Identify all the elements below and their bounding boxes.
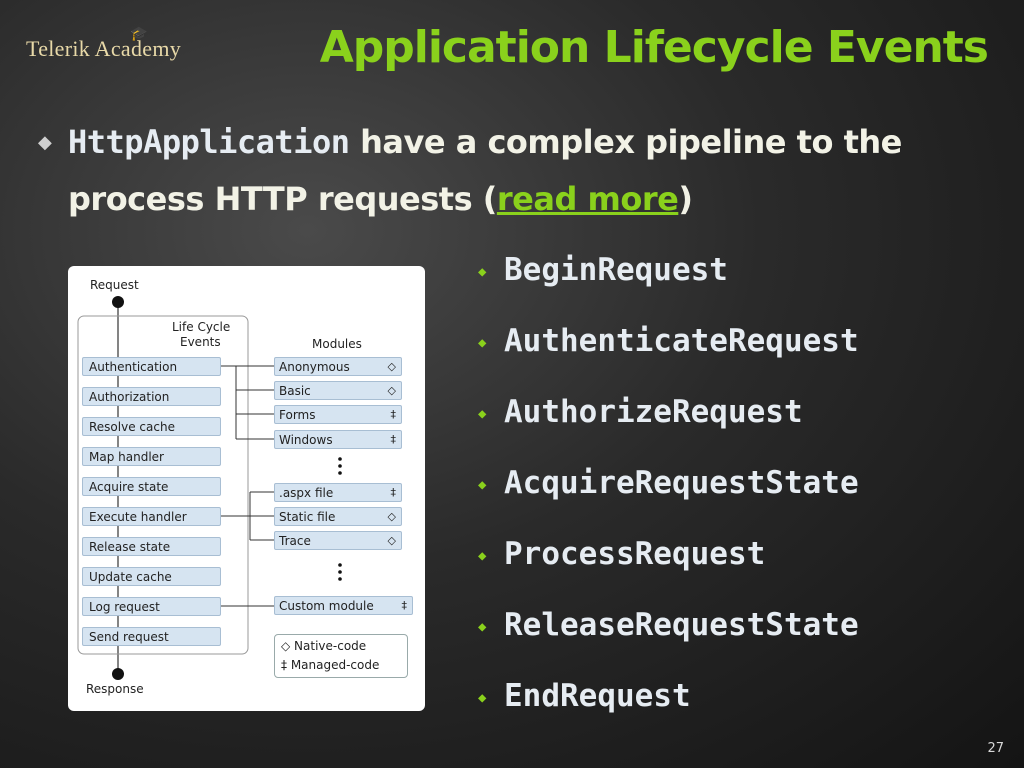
module-box: Static file ◇ xyxy=(274,507,402,526)
module-name: Custom module xyxy=(279,599,374,613)
lifecycle-label-1: Life Cycle xyxy=(172,320,231,334)
diamond-bullet-icon: ◆ xyxy=(478,548,487,564)
event-box: Release state xyxy=(82,537,221,556)
module-name: Trace xyxy=(279,534,311,548)
bullet-text-part1: have a complex pipeline to the process H… xyxy=(68,123,902,218)
bullet-text-part2: ) xyxy=(678,180,693,218)
list-item: ◆AuthorizeRequest xyxy=(478,394,803,430)
list-item: ◆BeginRequest xyxy=(478,252,728,288)
module-name: Windows xyxy=(279,433,333,447)
managed-code-icon: ‡ xyxy=(390,433,397,446)
diamond-bullet-icon: ◆ xyxy=(478,264,487,280)
module-box: .aspx file ‡ xyxy=(274,483,402,502)
diamond-bullet-icon: ◆ xyxy=(478,406,487,422)
list-item: ◆ProcessRequest xyxy=(478,536,766,572)
main-bullet-text: HttpApplication have a complex pipeline … xyxy=(68,114,988,228)
event-box: Resolve cache xyxy=(82,417,221,436)
module-box: Windows ‡ xyxy=(274,430,402,449)
legend-native: ◇ Native-code xyxy=(281,639,367,653)
list-item: ◆AuthenticateRequest xyxy=(478,323,859,359)
event-box: Authorization xyxy=(82,387,221,406)
response-label: Response xyxy=(86,682,144,696)
list-item: ◆EndRequest xyxy=(478,678,691,714)
event-box: Acquire state xyxy=(82,477,221,496)
event-box: Log request xyxy=(82,597,221,616)
event-box: Send request xyxy=(82,627,221,646)
module-box: Forms ‡ xyxy=(274,405,402,424)
module-name: .aspx file xyxy=(279,486,334,500)
event-box: Execute handler xyxy=(82,507,221,526)
graduation-cap-icon: 🎓 xyxy=(130,27,148,42)
event-box: Map handler xyxy=(82,447,221,466)
request-label: Request xyxy=(90,278,139,292)
module-name: Basic xyxy=(279,384,311,398)
bullet-code: HttpApplication xyxy=(68,123,350,161)
module-box: Basic ◇ xyxy=(274,381,402,400)
event-box: Update cache xyxy=(82,567,221,586)
module-box: Anonymous ◇ xyxy=(274,357,402,376)
module-box: Custom module ‡ xyxy=(274,596,413,615)
list-item: ◆ReleaseRequestState xyxy=(478,607,859,643)
diamond-bullet-icon: ◆ xyxy=(38,132,52,153)
module-name: Static file xyxy=(279,510,336,524)
lifecycle-label-2: Events xyxy=(180,335,221,349)
module-name: Forms xyxy=(279,408,316,422)
module-name: Anonymous xyxy=(279,360,350,374)
main-bullet: ◆ HttpApplication have a complex pipelin… xyxy=(38,114,988,228)
native-code-icon: ◇ xyxy=(387,360,396,373)
module-box: Trace ◇ xyxy=(274,531,402,550)
managed-code-icon: ‡ xyxy=(390,408,397,421)
logo-text: Telerik Academy xyxy=(26,36,182,61)
legend-managed: ‡ Managed-code xyxy=(281,658,380,672)
slide-title: Application Lifecycle Events xyxy=(319,22,989,73)
managed-code-icon: ‡ xyxy=(401,599,408,612)
read-more-link[interactable]: read more xyxy=(496,180,679,218)
page-number: 27 xyxy=(987,741,1004,756)
diagram-legend: ◇ Native-code ‡ Managed-code xyxy=(274,634,408,678)
native-code-icon: ◇ xyxy=(387,510,396,523)
lifecycle-diagram: Request Life Cycle Events Modules Respon… xyxy=(68,266,425,711)
managed-code-icon: ‡ xyxy=(390,486,397,499)
telerik-academy-logo: Telerik Academy 🎓 xyxy=(26,27,182,62)
diamond-bullet-icon: ◆ xyxy=(478,477,487,493)
event-box: Authentication xyxy=(82,357,221,376)
diamond-bullet-icon: ◆ xyxy=(478,335,487,351)
diamond-bullet-icon: ◆ xyxy=(478,690,487,706)
modules-label: Modules xyxy=(312,337,362,351)
diamond-bullet-icon: ◆ xyxy=(478,619,487,635)
native-code-icon: ◇ xyxy=(387,534,396,547)
native-code-icon: ◇ xyxy=(387,384,396,397)
list-item: ◆AcquireRequestState xyxy=(478,465,859,501)
